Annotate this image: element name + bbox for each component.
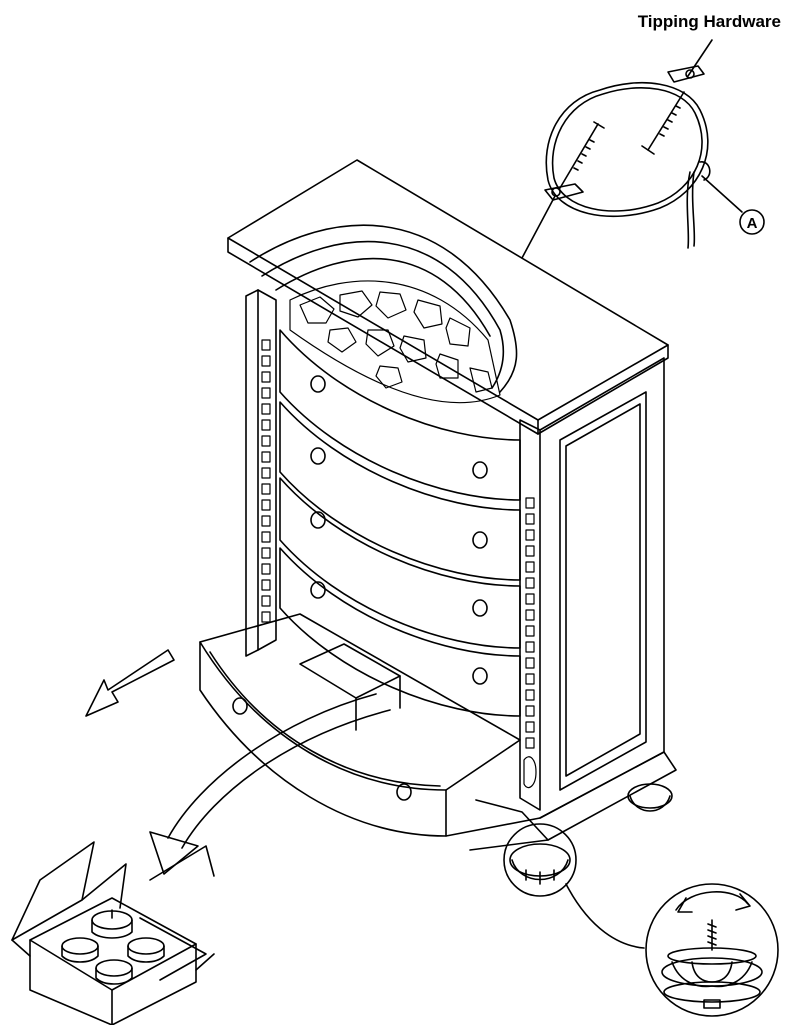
drawer-front-2 [279, 401, 521, 581]
pilaster-ornament [523, 497, 537, 789]
drawer-open [199, 613, 521, 837]
tipping-hardware-title: Tipping Hardware [637, 12, 781, 31]
screw-icon [559, 121, 605, 189]
bun-foot [509, 843, 571, 885]
rotate-arrow-icon [675, 891, 751, 913]
part-a-label: A [747, 215, 758, 232]
curved-arrow [149, 693, 391, 875]
pilaster-ornament [261, 339, 271, 623]
part-a-marker [739, 209, 765, 235]
bun-foot [627, 783, 673, 812]
remove-drawer-arrow [85, 649, 175, 717]
mosaic-panel [289, 280, 501, 404]
drawer-front-4 [279, 547, 521, 717]
chest-of-drawers-illustration [199, 159, 677, 885]
tipping-hardware-detail [521, 39, 765, 259]
drawer-front-3 [279, 477, 521, 649]
box-icon [11, 841, 215, 1025]
bun-foot-detail [503, 823, 779, 1017]
drawer-front-1 [279, 329, 521, 501]
screw-icon [641, 91, 685, 155]
